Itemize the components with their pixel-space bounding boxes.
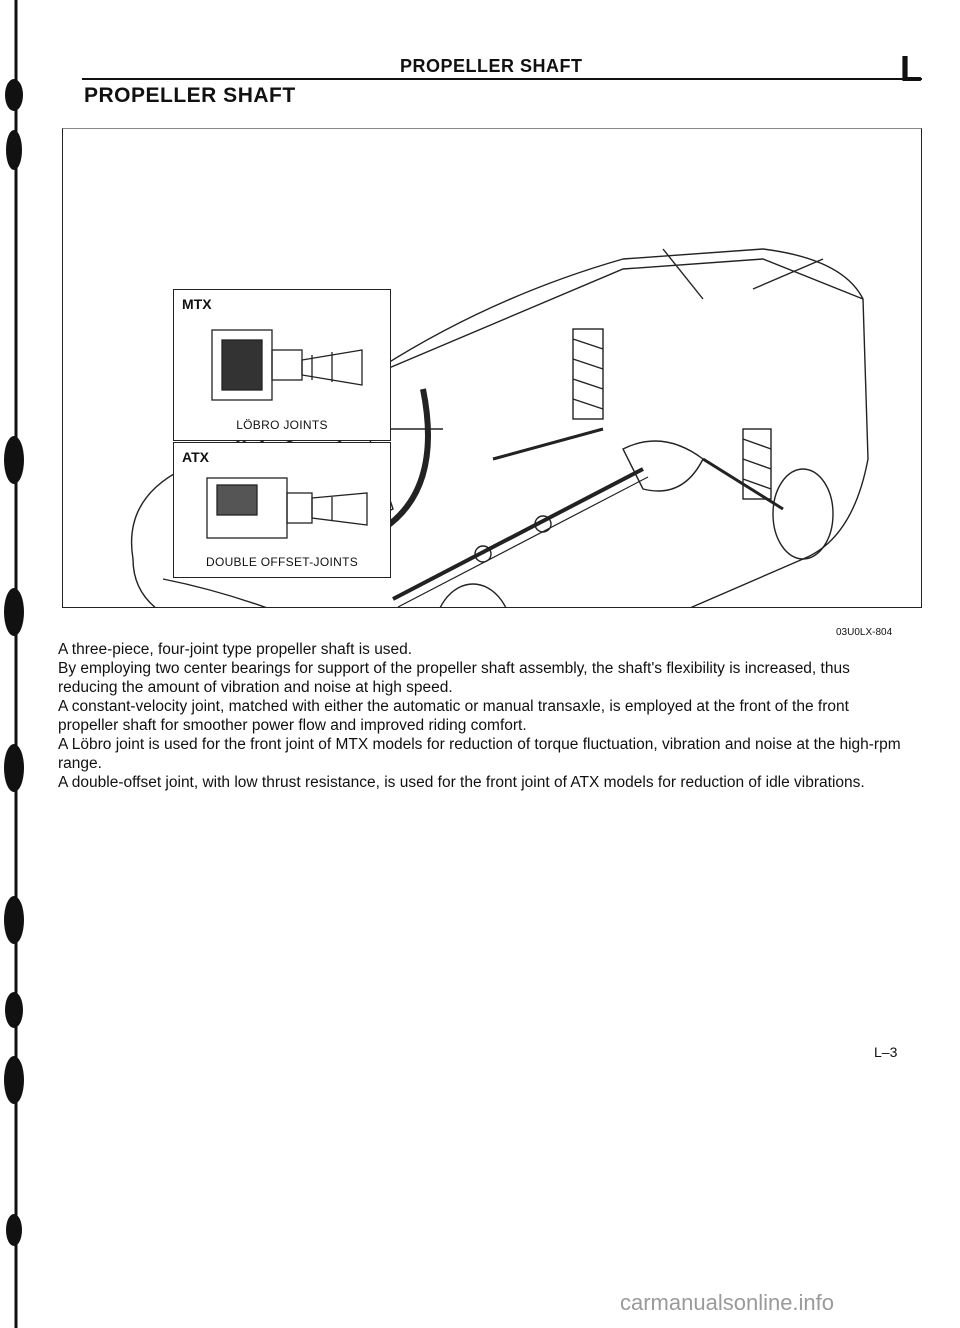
figure-frame: MTX LÖBRO JOINTS ATX DOUBLE OFFSET: [62, 128, 922, 608]
body-text: A three-piece, four-joint type propeller…: [58, 640, 903, 792]
lobro-joint-drawing: [211, 329, 363, 401]
paragraph-5: A double-offset joint, with low thrust r…: [58, 774, 865, 791]
inset-caption-atx: DOUBLE OFFSET-JOINTS: [205, 555, 358, 569]
paragraph-2: By employing two center bearings for sup…: [58, 660, 850, 696]
paragraph-3: A constant-velocity joint, matched with …: [58, 698, 849, 734]
binding-edge-marks: [4, 0, 24, 1328]
inset-label-atx: ATX: [182, 449, 209, 465]
section-title: PROPELLER SHAFT: [84, 84, 296, 107]
header-rule: [82, 78, 922, 80]
watermark: carmanualsonline.info: [620, 1290, 835, 1315]
inset-label-mtx: MTX: [182, 296, 212, 312]
double-offset-joint-drawing: [206, 477, 368, 539]
paragraph-4: A Löbro joint is used for the front join…: [58, 736, 901, 772]
inset-atx: ATX DOUBLE OFFSET-JOINTS: [173, 442, 391, 578]
page-number: L–3: [874, 1044, 898, 1060]
inset-caption-mtx: LÖBRO JOINTS: [236, 418, 328, 432]
chapter-letter: L: [900, 48, 922, 89]
paragraph-1: A three-piece, four-joint type propeller…: [58, 641, 413, 658]
running-head: PROPELLER SHAFT: [400, 56, 583, 76]
figure-code: 03U0LX-804: [836, 627, 893, 638]
inset-mtx: MTX LÖBRO JOINTS: [173, 289, 391, 441]
